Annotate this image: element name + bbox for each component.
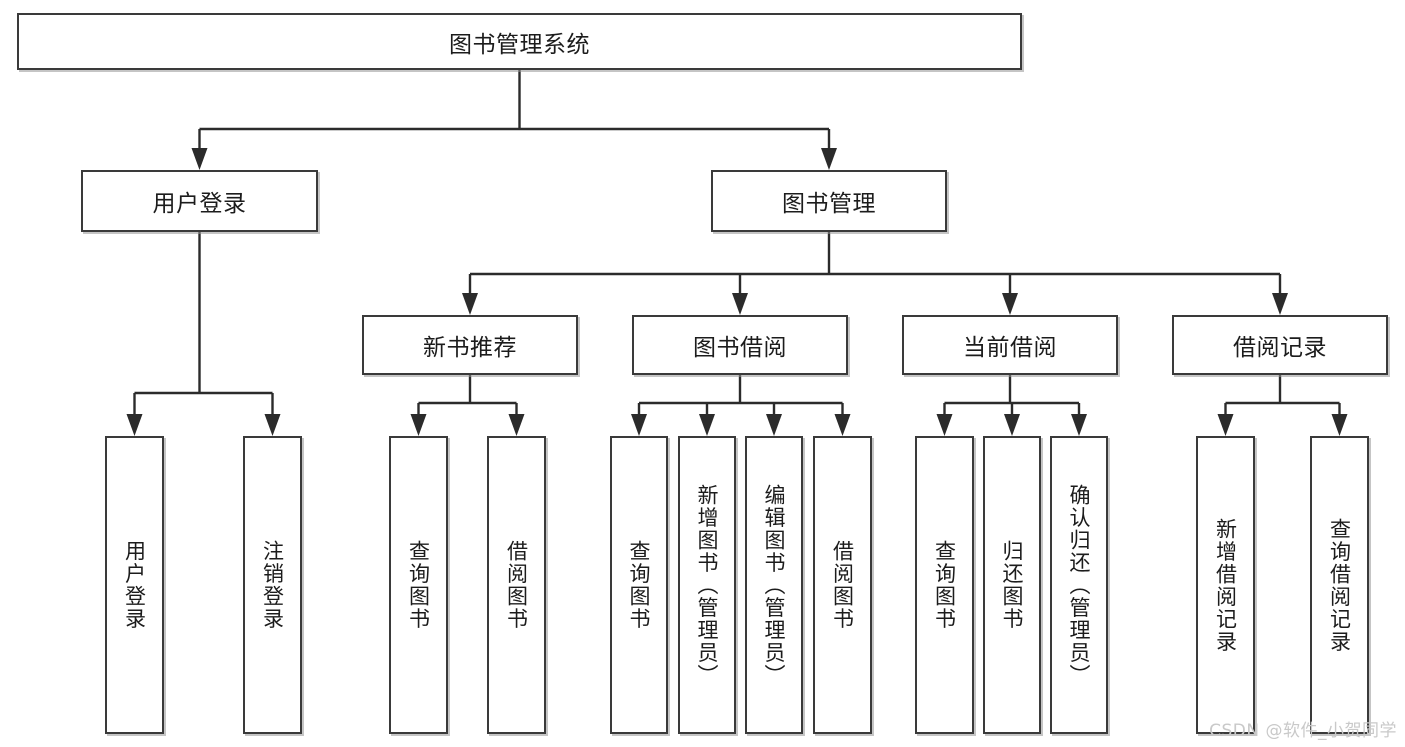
node-box-borrow-book-1[interactable] (487, 436, 546, 734)
arrow-head-icon (732, 293, 748, 315)
arrow-head-icon (766, 414, 782, 436)
arrow-head-icon (936, 414, 953, 436)
node-box-query-borrow-record[interactable] (1310, 436, 1369, 734)
arrow-head-icon (264, 414, 281, 436)
arrow-head-icon (508, 414, 525, 436)
arrow-head-icon (1331, 414, 1348, 436)
arrow-head-icon (1071, 414, 1087, 436)
arrow-head-icon (834, 414, 851, 436)
arrow-head-icon (1004, 414, 1020, 436)
node-box-user-login-do[interactable] (105, 436, 164, 734)
node-box-book-borrow[interactable] (632, 315, 848, 375)
node-box-root[interactable] (17, 13, 1022, 70)
node-box-query-book-2[interactable] (610, 436, 668, 734)
node-box-query-book-1[interactable] (389, 436, 448, 734)
node-box-edit-book-admin[interactable] (745, 436, 803, 734)
arrow-head-icon (126, 414, 143, 436)
node-box-new-book-recommend[interactable] (362, 315, 578, 375)
arrow-head-icon (1002, 293, 1018, 315)
arrow-head-icon (1272, 293, 1288, 315)
node-box-add-book-admin[interactable] (678, 436, 736, 734)
arrow-head-icon (410, 414, 427, 436)
arrow-head-icon (1217, 414, 1234, 436)
arrow-head-icon (631, 414, 647, 436)
node-box-book-management[interactable] (711, 170, 947, 232)
arrow-head-icon (821, 148, 837, 170)
node-box-add-borrow-record[interactable] (1196, 436, 1255, 734)
arrow-head-icon (191, 148, 208, 170)
node-box-borrow-book-2[interactable] (813, 436, 872, 734)
node-box-borrow-record[interactable] (1172, 315, 1388, 375)
node-box-confirm-return-admin[interactable] (1050, 436, 1108, 734)
node-box-return-book[interactable] (983, 436, 1041, 734)
arrow-head-icon (699, 414, 715, 436)
node-box-current-borrow[interactable] (902, 315, 1118, 375)
node-box-user-login[interactable] (81, 170, 318, 232)
node-box-user-logout[interactable] (243, 436, 302, 734)
node-box-query-book-3[interactable] (915, 436, 974, 734)
arrow-head-icon (462, 293, 478, 315)
